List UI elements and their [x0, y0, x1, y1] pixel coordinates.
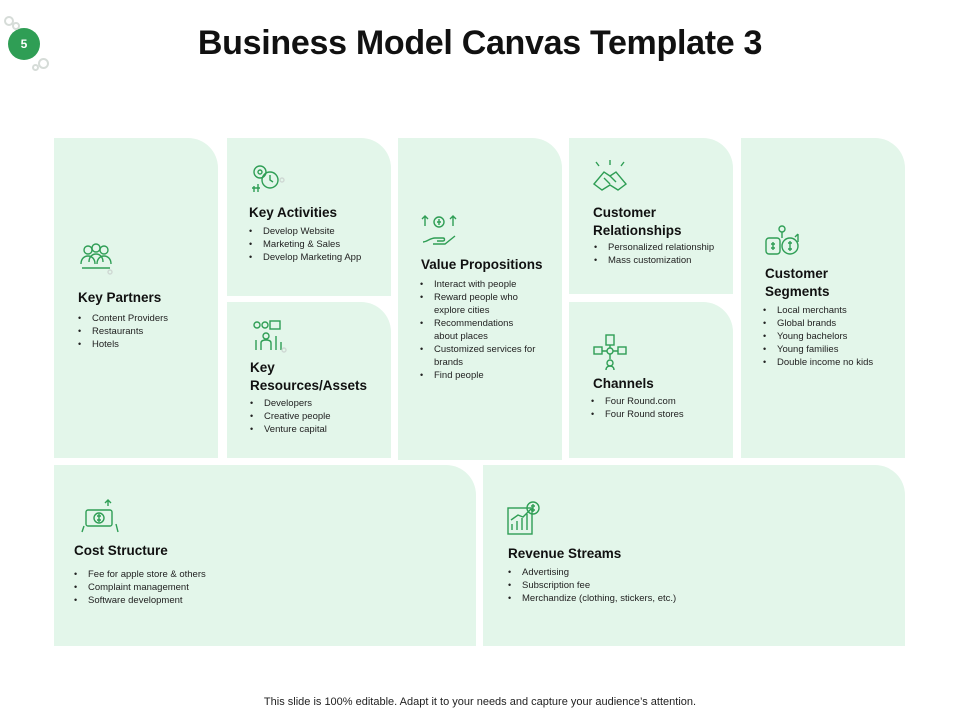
handshake-icon — [590, 158, 630, 198]
list-item: Developers — [250, 397, 388, 410]
channels-list: Four Round.com Four Round stores — [591, 395, 729, 421]
decor-dot — [32, 64, 39, 71]
decor-dot — [4, 16, 14, 26]
partners-group-icon — [76, 236, 116, 276]
list-item: Four Round stores — [591, 408, 729, 421]
channels-heading: Channels — [593, 376, 654, 391]
cost-structure-block — [54, 465, 476, 646]
list-item: Local merchants — [763, 304, 901, 317]
customer-relationships-heading-line2: Relationships — [593, 223, 682, 238]
list-item: Young bachelors — [763, 330, 901, 343]
cost-structure-heading: Cost Structure — [74, 543, 168, 558]
list-item: Fee for apple store & others — [74, 568, 314, 581]
list-item: Global brands — [763, 317, 901, 330]
list-item: Subscription fee — [508, 579, 808, 592]
key-partners-heading: Key Partners — [78, 290, 162, 305]
customer-relationships-heading-line1: Customer — [593, 205, 657, 220]
list-item: Reward people who explore cities — [420, 291, 538, 317]
key-activities-heading: Key Activities — [249, 205, 338, 220]
list-item: Marketing & Sales — [249, 238, 387, 251]
list-item: Advertising — [508, 566, 808, 579]
revenue-streams-list: Advertising Subscription fee Merchandize… — [508, 566, 808, 605]
list-item: Recommendations about places — [420, 317, 538, 343]
key-activities-block — [227, 138, 391, 296]
key-partners-block — [54, 138, 218, 458]
list-item: Merchandize (clothing, stickers, etc.) — [508, 592, 808, 605]
value-propositions-heading: Value Propositions — [421, 257, 543, 272]
segments-money-icon — [762, 222, 802, 262]
channels-block — [569, 302, 733, 458]
customer-relationships-heading: Customer Relationships — [593, 204, 682, 240]
customer-relationships-list: Personalized relationship Mass customiza… — [594, 241, 732, 267]
key-activities-list: Develop Website Marketing & Sales Develo… — [249, 225, 387, 264]
list-item: Develop Website — [249, 225, 387, 238]
revenue-streams-block — [483, 465, 905, 646]
customer-segments-block — [741, 138, 905, 458]
key-resources-heading-line1: Key — [250, 360, 275, 375]
list-item: Restaurants — [78, 325, 214, 338]
value-propositions-list: Interact with people Reward people who e… — [420, 278, 538, 382]
decor-dot — [12, 22, 20, 30]
revenue-chart-icon — [504, 500, 544, 540]
key-resources-heading: Key Resources/Assets — [250, 359, 367, 395]
decor-dot — [38, 58, 49, 69]
resources-people-chart-icon — [248, 316, 288, 356]
list-item: Customized services for brands — [420, 343, 538, 369]
gears-clock-icon — [248, 158, 288, 198]
list-item: Hotels — [78, 338, 214, 351]
slide-number-badge: 5 — [8, 28, 40, 60]
list-item: Mass customization — [594, 254, 732, 267]
key-resources-heading-line2: Resources/Assets — [250, 378, 368, 393]
customer-segments-heading: Customer Segments — [765, 265, 830, 301]
customer-segments-list: Local merchants Global brands Young bach… — [763, 304, 901, 369]
channels-network-icon — [590, 332, 630, 372]
revenue-streams-heading: Revenue Streams — [508, 546, 622, 561]
list-item: Creative people — [250, 410, 388, 423]
customer-segments-heading-line2: Segments — [765, 284, 830, 299]
key-resources-list: Developers Creative people Venture capit… — [250, 397, 388, 436]
key-partners-list: Content Providers Restaurants Hotels — [78, 312, 214, 351]
cost-structure-list: Fee for apple store & others Complaint m… — [74, 568, 314, 607]
list-item: Interact with people — [420, 278, 538, 291]
list-item: Personalized relationship — [594, 241, 732, 254]
customer-relationships-block — [569, 138, 733, 294]
list-item: Venture capital — [250, 423, 388, 436]
list-item: Complaint management — [74, 581, 314, 594]
money-cost-icon — [80, 498, 120, 538]
list-item: Double income no kids — [763, 356, 901, 369]
page-title: Business Model Canvas Template 3 — [197, 24, 763, 62]
list-item: Content Providers — [78, 312, 214, 325]
list-item: Develop Marketing App — [249, 251, 387, 264]
list-item: Find people — [420, 369, 538, 382]
customer-segments-heading-line1: Customer — [765, 266, 829, 281]
list-item: Young families — [763, 343, 901, 356]
hand-value-icon — [419, 210, 459, 250]
list-item: Software development — [74, 594, 314, 607]
list-item: Four Round.com — [591, 395, 729, 408]
footer-note: This slide is 100% editable. Adapt it to… — [263, 696, 697, 708]
